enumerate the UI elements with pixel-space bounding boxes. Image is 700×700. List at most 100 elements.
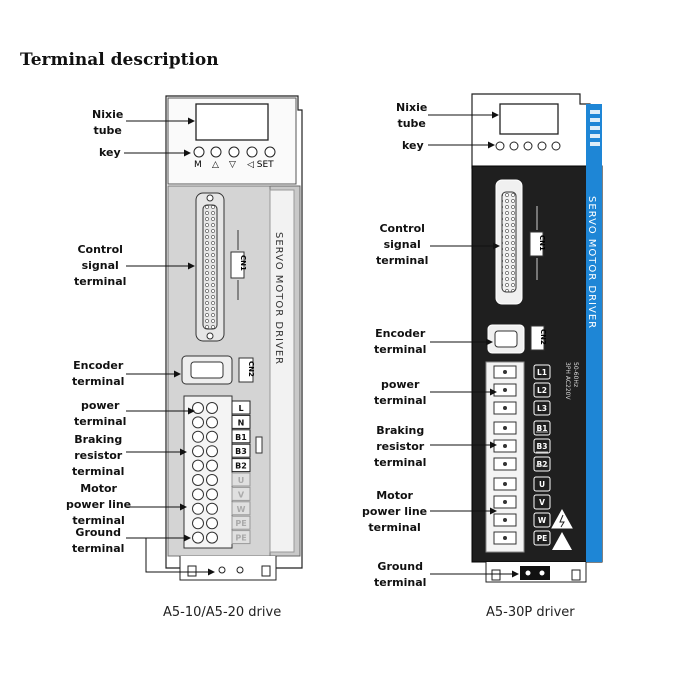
right-driver: SERVO MOTOR DRIVER CN1 CN2 3PH AC220V 50… [471, 93, 603, 583]
terminal-label-box [533, 530, 551, 546]
terminal-label-b3: B3 [537, 442, 548, 451]
terminal-screw [192, 502, 204, 515]
label-key-right: key [402, 139, 424, 152]
nixie-display-right [499, 103, 559, 135]
terminal-label-box [533, 494, 551, 510]
terminal-socket-pin [503, 462, 507, 466]
side-text-left: SERVO MOTOR DRIVER [273, 232, 284, 365]
terminal-socket-pin [503, 426, 507, 430]
terminal-screw [192, 430, 204, 443]
terminal-label-box [231, 443, 251, 458]
warning-icon [551, 508, 573, 529]
right-leader-lines [428, 111, 519, 578]
terminal-label-b2: B2 [235, 462, 247, 471]
terminal-socket-pin [503, 406, 507, 410]
terminal-screw [192, 402, 204, 414]
label-key: key [99, 146, 121, 159]
terminal-label-box [533, 364, 551, 380]
cn1-label-right: CN1 [538, 235, 546, 251]
terminal-screw [206, 517, 218, 530]
terminal-screw [192, 474, 204, 486]
left-driver: M △ ▽ ◁ SET CN1 CN2 SERVO MOTOR DRIVER L… [165, 95, 303, 581]
terminal-screw [206, 502, 218, 515]
terminal-socket-pin [503, 388, 507, 392]
ground-symbol-icon [552, 532, 572, 550]
cn2-label-right: CN2 [539, 329, 547, 345]
terminal-label-box [533, 456, 551, 472]
terminal-label-box [231, 429, 251, 444]
key-buttons-right [495, 141, 561, 151]
spec-text-line2: 50-60Hz [572, 362, 579, 387]
terminal-label-box [231, 486, 251, 501]
spec-text-line1: 3PH AC220V [564, 362, 571, 400]
key-label-set: ◁ SET [247, 160, 274, 170]
terminal-label-b1: B1 [537, 424, 548, 433]
caption-left-driver: A5-10/A5-20 drive [163, 605, 282, 620]
terminal-screw [206, 488, 218, 501]
terminal-label-u: U [238, 476, 245, 485]
terminal-screw [206, 416, 218, 429]
terminal-socket-pin [503, 370, 507, 374]
caption-right-driver: A5-30P driver [486, 605, 575, 620]
terminal-label-box [533, 400, 551, 416]
terminal-label-b3: B3 [235, 447, 247, 456]
terminal-label-box [231, 530, 251, 545]
terminal-label-box [533, 476, 551, 492]
terminal-label-n: N [238, 418, 245, 427]
terminal-label-box [231, 501, 251, 516]
left-terminal-screws [192, 402, 218, 544]
terminal-label-l1: L1 [537, 368, 547, 377]
terminal-label-w: W [538, 516, 547, 525]
blue-accent-stripe [586, 104, 602, 562]
key-buttons [193, 146, 276, 158]
cn1-label: CN1 [239, 255, 247, 271]
terminal-screw [206, 402, 218, 414]
terminal-label-l3: L3 [537, 404, 547, 413]
terminal-label-box [533, 512, 551, 528]
cn2-label: CN2 [247, 361, 255, 377]
terminal-label-box [231, 515, 251, 530]
terminal-screw [206, 474, 218, 486]
terminal-screw [192, 488, 204, 501]
terminal-label-pe: PE [537, 534, 548, 543]
terminal-socket-pin [503, 482, 507, 486]
terminal-label-box [533, 438, 551, 454]
terminal-label-box [231, 472, 251, 487]
terminal-screw [206, 531, 218, 544]
terminal-screw [192, 445, 204, 458]
terminal-screw [192, 531, 204, 544]
terminal-label-v: V [539, 498, 545, 507]
terminal-socket-pin [503, 536, 507, 540]
terminal-label-v: V [238, 490, 245, 499]
key-label-m: M [194, 160, 202, 170]
right-terminal-sockets [493, 365, 517, 545]
terminal-label-w: W [237, 505, 246, 514]
terminal-label-pe: PE [235, 519, 246, 528]
terminal-label-box [231, 414, 251, 429]
page-title: Terminal description [20, 50, 219, 70]
terminal-label-b2: B2 [537, 460, 548, 469]
terminal-label-pe: PE [235, 534, 246, 543]
terminal-socket-pin [503, 444, 507, 448]
terminal-label-box [231, 458, 251, 473]
terminal-label-u: U [539, 480, 545, 489]
key-label-down: ▽ [229, 160, 236, 170]
terminal-screw [192, 459, 204, 472]
terminal-screw [206, 459, 218, 472]
nixie-display [195, 103, 269, 141]
